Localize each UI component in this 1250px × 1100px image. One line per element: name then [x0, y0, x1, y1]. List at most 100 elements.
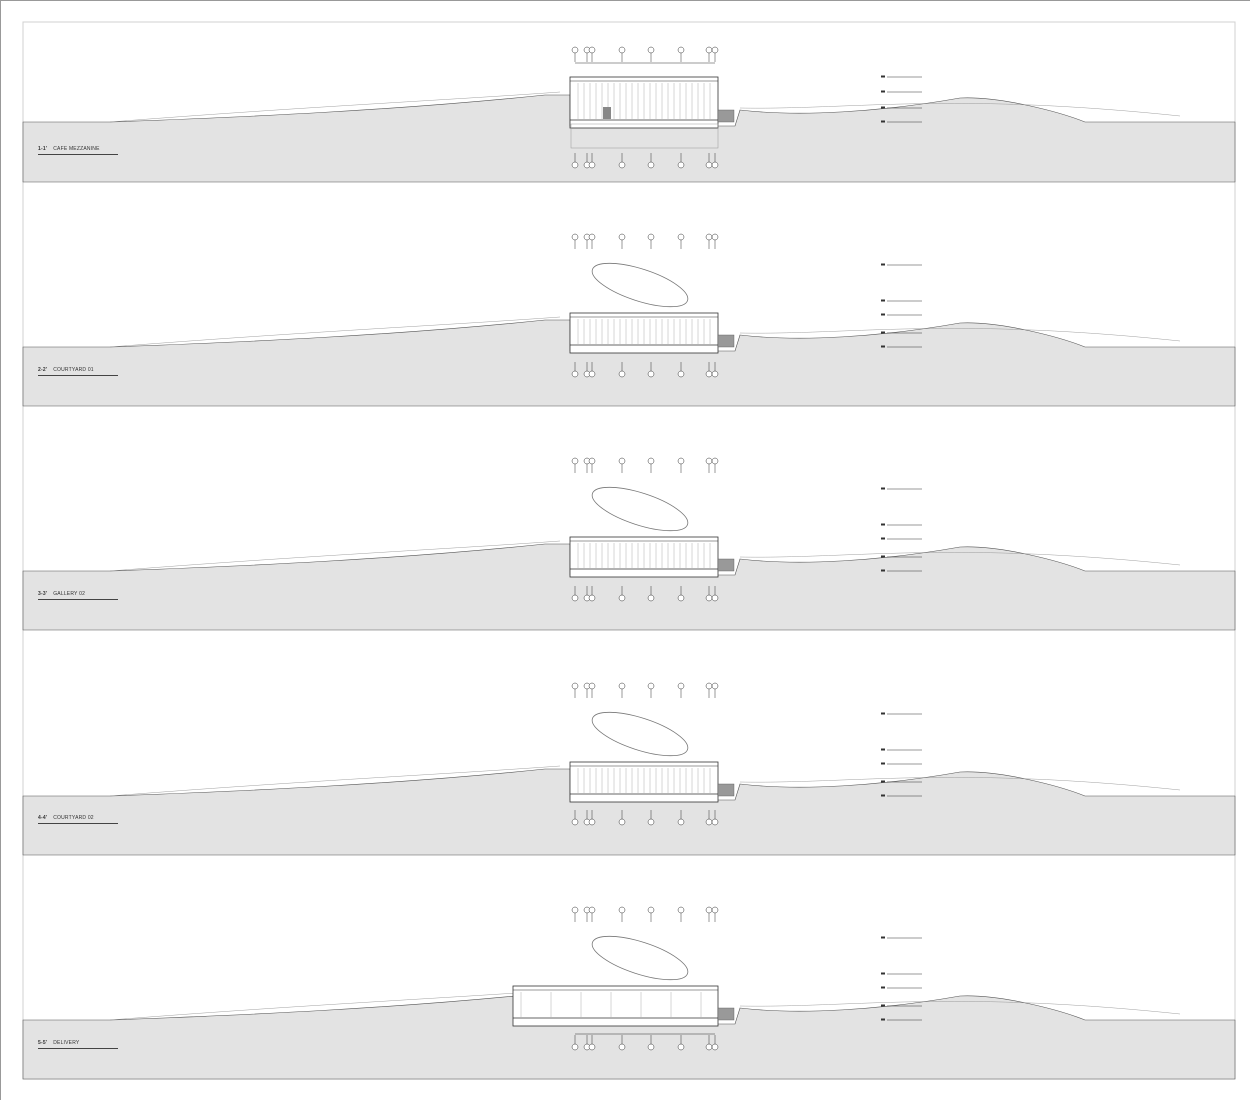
- level-marker-tag: [881, 120, 885, 123]
- grid-bubble: [647, 1043, 655, 1051]
- level-marker-tag: [881, 345, 885, 348]
- grid-bubble: [677, 682, 685, 690]
- grid-bubble: [647, 682, 655, 690]
- level-marker-tag: [881, 1004, 885, 1007]
- section-name: COURTYARD 01: [53, 367, 94, 373]
- stair-core: [603, 107, 611, 119]
- stair: [717, 1007, 735, 1021]
- grid-bubble: [618, 46, 626, 54]
- grid-bubble: [647, 161, 655, 169]
- level-marker-tag: [881, 762, 885, 765]
- level-marker-tag: [881, 555, 885, 558]
- stair: [717, 109, 735, 123]
- grid-bubble: [571, 594, 579, 602]
- stair: [717, 558, 735, 572]
- grid-bubble: [647, 370, 655, 378]
- grid-bubble: [618, 457, 626, 465]
- grid-bubble: [571, 682, 579, 690]
- title-underline: [38, 375, 118, 376]
- grid-bubble: [571, 370, 579, 378]
- level-marker-tag: [881, 712, 885, 715]
- grid-bubble: [677, 594, 685, 602]
- section-number: 3-3': [38, 591, 48, 597]
- section-number: 2-2': [38, 367, 48, 373]
- grid-bubble: [647, 906, 655, 914]
- section-3: [22, 457, 1236, 631]
- section-name: COURTYARD 02: [53, 815, 94, 821]
- grid-bubble: [711, 818, 719, 826]
- level-marker-tag: [881, 936, 885, 939]
- grid-bubble: [711, 457, 719, 465]
- level-marker-tag: [881, 487, 885, 490]
- grid-bubble: [677, 161, 685, 169]
- grid-bubble: [677, 233, 685, 241]
- section-title: 4-4' COURTYARD 02: [38, 815, 118, 824]
- stair: [717, 783, 735, 797]
- terrain: [22, 94, 1236, 183]
- section-name: GALLERY 02: [53, 591, 86, 597]
- elliptical-roof: [591, 486, 689, 532]
- section-4: [22, 682, 1236, 856]
- grid-bubble: [705, 818, 713, 826]
- grid-bubble: [618, 594, 626, 602]
- grid-bubble: [705, 1043, 713, 1051]
- grid-bubble: [711, 682, 719, 690]
- section-title: 2-2' COURTYARD 01: [38, 367, 118, 376]
- grid-bubble: [571, 818, 579, 826]
- grid-bubble: [588, 457, 596, 465]
- existing-grade-line: [109, 91, 1181, 123]
- stair: [717, 334, 735, 348]
- grid-bubble: [705, 46, 713, 54]
- grid-bubble: [588, 818, 596, 826]
- grid-bubble: [705, 370, 713, 378]
- grid-bubble: [677, 370, 685, 378]
- level-marker-tag: [881, 569, 885, 572]
- grid-bubble: [705, 906, 713, 914]
- grid-bubble: [571, 1043, 579, 1051]
- grid-bubble: [711, 46, 719, 54]
- elliptical-roof: [591, 262, 689, 308]
- grid-bubble: [618, 682, 626, 690]
- section-1: [22, 46, 1236, 183]
- grid-bubble: [711, 233, 719, 241]
- grid-bubble: [647, 594, 655, 602]
- section-number: 1-1': [38, 146, 48, 152]
- existing-grade-line: [109, 765, 1181, 797]
- grid-bubble: [647, 46, 655, 54]
- grid-bubble: [588, 594, 596, 602]
- grid-bubble: [677, 1043, 685, 1051]
- grid-bubble: [618, 233, 626, 241]
- grid-bubble: [588, 906, 596, 914]
- grid-bubble: [677, 906, 685, 914]
- grid-bubble: [705, 233, 713, 241]
- level-marker-tag: [881, 794, 885, 797]
- level-marker-tag: [881, 972, 885, 975]
- section-number: 4-4': [38, 815, 48, 821]
- grid-bubble: [677, 818, 685, 826]
- level-marker-tag: [881, 986, 885, 989]
- grid-bubble: [647, 818, 655, 826]
- section-5: [22, 906, 1236, 1080]
- section-2: [22, 233, 1236, 407]
- level-marker-tag: [881, 748, 885, 751]
- section-title: 1-1'CAFE MEZZANINE: [38, 146, 118, 155]
- grid-bubble: [618, 370, 626, 378]
- grid-bubble: [705, 457, 713, 465]
- title-underline: [38, 1048, 118, 1049]
- level-marker-tag: [881, 75, 885, 78]
- grid-bubble: [588, 682, 596, 690]
- level-marker-tag: [881, 537, 885, 540]
- level-marker-tag: [881, 106, 885, 109]
- terrain: [22, 992, 1236, 1080]
- grid-bubble: [571, 161, 579, 169]
- title-underline: [38, 823, 118, 824]
- level-marker-tag: [881, 523, 885, 526]
- section-number: 5-5': [38, 1040, 48, 1046]
- grid-bubble: [677, 46, 685, 54]
- grid-bubble: [571, 906, 579, 914]
- grid-bubble: [588, 161, 596, 169]
- level-marker-tag: [881, 1018, 885, 1021]
- grid-bubble: [571, 233, 579, 241]
- grid-bubble: [711, 370, 719, 378]
- grid-bubble: [705, 682, 713, 690]
